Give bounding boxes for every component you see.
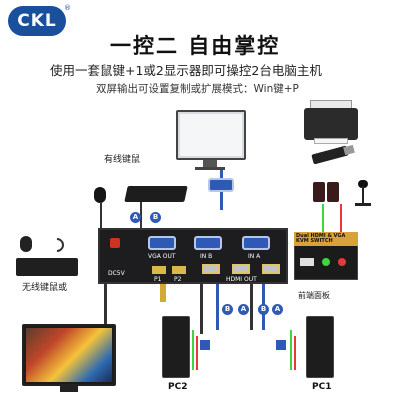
speaker-right-icon [327,182,339,202]
front-mic-jack-icon [338,258,346,266]
pc2-label: PC2 [168,382,188,392]
dc5v-label: DC5V [108,270,125,277]
ckl-logo-badge [8,6,66,36]
hdmi-out-label: HDMI OUT [226,276,257,283]
bottom-monitor-stand [60,386,78,392]
vga-out-port [148,236,176,250]
in-b-label: IN B [200,253,213,260]
hdmi-cable-pc1 [250,284,253,330]
ckl-logo: CKL [17,11,57,31]
front-panel-label: 前端面板 [298,291,330,300]
top-monitor-stand [203,160,217,168]
pc1-label: PC1 [312,382,332,392]
wireless-kbm-label: 无线键鼠或 [22,283,68,293]
p1-label: P1 [154,276,162,283]
usb-drive-cap [343,144,355,156]
p2-label: P2 [174,276,182,283]
pc2-audio-cable-green [192,330,194,370]
microphone-icon [358,180,368,188]
in-a-label: IN A [248,253,261,260]
badge-a: A [130,212,141,223]
badge-b: B [150,212,161,223]
pc1-vga-connector [276,340,286,350]
hdmi-cable-pc2 [200,284,203,334]
cable-badge-b-pc2: B [222,304,233,315]
audio-cable-red [340,204,342,234]
usb-port-p2 [172,266,186,274]
wired-keyboard-icon [124,186,188,202]
pc2-tower-icon [162,316,190,378]
registered-mark: ® [64,4,71,12]
wired-kbm-label: 有线键鼠 [104,155,141,165]
wireless-signal-icon [47,235,67,255]
cable-badge-b-pc1: B [258,304,269,315]
hdmi-in-b-port [202,264,220,274]
audio-cable-green [322,204,324,234]
cable-badge-a-pc2: A [238,304,249,315]
wireless-mouse-icon [20,236,32,252]
pc2-audio-cable-red [196,336,198,370]
front-audio-jack-icon [322,258,330,266]
subtitle-dual-screen: 双屏输出可设置复制或扩展模式：Win键+P [96,83,299,95]
top-monitor-base [195,167,225,170]
front-panel-product-name: Dual HDMI & VGA KVM SWITCH [296,233,346,244]
pc1-audio-cable-red [294,336,296,370]
wired-mouse-icon [94,187,106,203]
microphone-base [355,203,371,206]
bottom-monitor-screen [26,328,112,382]
hdmi-cable-monitor [104,284,107,324]
power-switch-icon [110,238,120,248]
speaker-left-icon [313,182,325,202]
pc2-vga-connector [200,340,210,350]
vga-connector-top [208,178,234,192]
front-panel-header [294,232,358,246]
pc1-audio-cable-green [290,330,292,370]
vga-in-a-port [242,236,270,250]
cable-badge-a-pc1: A [272,304,283,315]
hdmi-out-port [232,264,250,274]
wireless-keyboard-icon [16,258,78,276]
top-monitor-screen [180,114,242,156]
vga-out-label: VGA OUT [148,253,176,260]
vga-in-b-port [194,236,222,250]
printer-icon [304,108,358,140]
usb-cable-1 [160,284,166,302]
vga-cable-pc2 [216,284,219,330]
microphone-stand [362,186,364,204]
printer-paper [314,138,348,144]
hdmi-in-a-port [262,264,280,274]
pc1-tower-icon [306,316,334,378]
keyboard-cable [140,202,142,228]
mouse-cable [100,202,102,228]
usb-port-p1 [152,266,166,274]
front-usb-port [300,258,314,266]
main-title: 一控二 自由掌控 [110,34,281,58]
subtitle: 使用一套鼠键+1或2显示器即可操控2台电脑主机 [50,63,322,78]
